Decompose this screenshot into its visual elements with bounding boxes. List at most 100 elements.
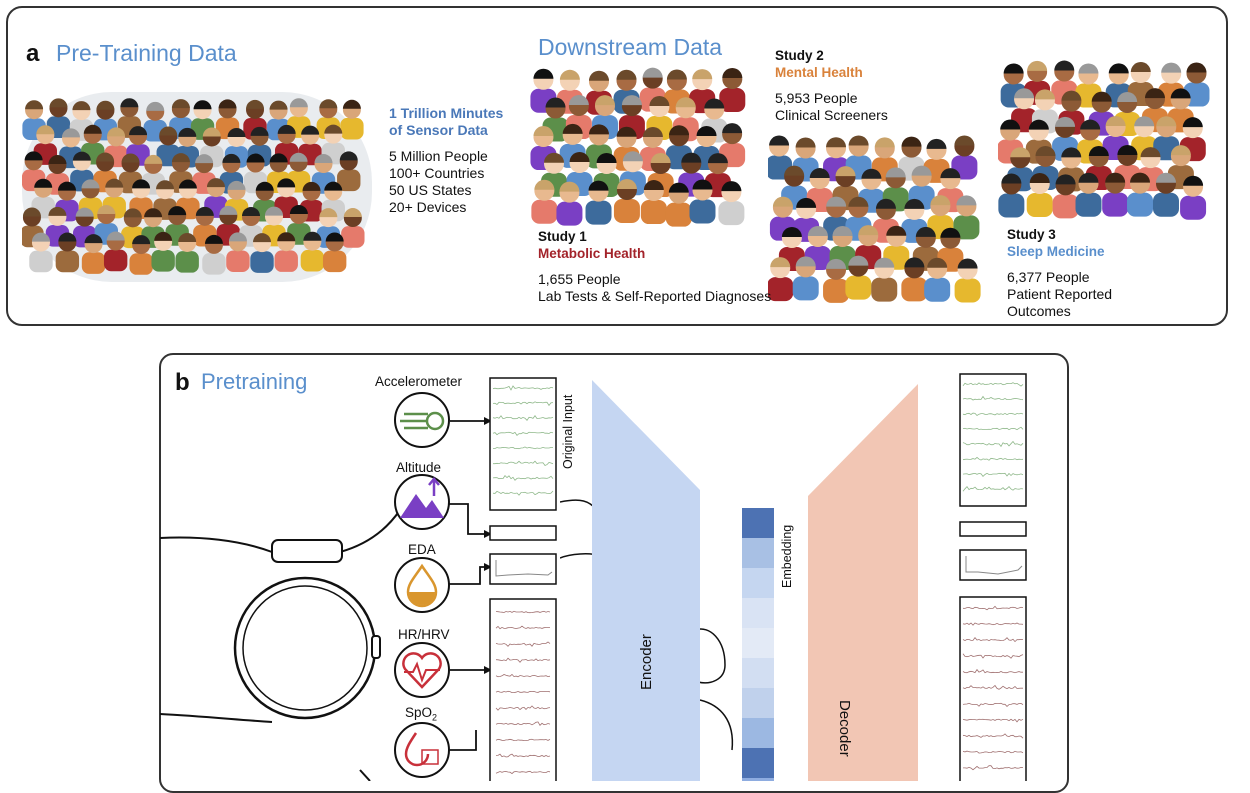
person-figure xyxy=(1102,172,1129,217)
person-figure xyxy=(29,232,53,273)
original-input-signals xyxy=(489,377,557,781)
person-figure xyxy=(243,153,268,194)
person-figure xyxy=(1058,90,1085,135)
person-figure xyxy=(998,173,1025,218)
sensor-icons xyxy=(394,392,492,778)
pretraining-stats: 1 Trillion Minutes of Sensor Data 5 Mill… xyxy=(389,105,503,216)
heart-rate-icon xyxy=(394,642,450,698)
person-figure xyxy=(322,232,347,273)
study3-people: 6,377 People xyxy=(1007,269,1090,285)
person-figure xyxy=(1127,172,1154,217)
person-figure xyxy=(226,232,250,273)
stat-devices: 20+ Devices xyxy=(389,199,467,215)
person-figure xyxy=(81,234,106,274)
person-figure xyxy=(924,257,951,302)
study1-measures: Lab Tests & Self-Reported Diagnoses xyxy=(538,288,772,304)
reconstructed-signals xyxy=(959,373,1027,781)
person-figure xyxy=(1075,172,1102,217)
embedding-cell xyxy=(742,628,774,658)
person-figure xyxy=(1052,174,1079,219)
encoder-block xyxy=(592,380,700,781)
person-figure xyxy=(337,151,361,192)
embedding-cell xyxy=(742,568,774,598)
eda-icon xyxy=(394,557,450,613)
output-hr-box xyxy=(959,596,1027,781)
embedding-cell xyxy=(742,658,774,688)
study3-crowd-illustration xyxy=(998,60,1210,220)
sensor-arrows xyxy=(448,420,484,751)
person-figure xyxy=(908,165,935,210)
panel-a-letter: a xyxy=(26,40,40,67)
embedding-cell xyxy=(742,748,774,778)
study3-measures-line1: Patient Reported xyxy=(1007,286,1113,302)
person-figure xyxy=(530,68,557,113)
stat-states: 50 US States xyxy=(389,182,472,198)
study1-topic: Metabolic Health xyxy=(538,246,646,261)
original-input-label: Original Input xyxy=(561,394,575,469)
pretraining-crowd-illustration xyxy=(22,92,372,282)
input-eda-box xyxy=(489,553,557,585)
study3-name: Study 3 xyxy=(1007,227,1056,242)
person-figure xyxy=(129,235,153,275)
person-figure xyxy=(531,179,558,224)
person-figure xyxy=(175,127,200,168)
person-figure xyxy=(151,231,175,272)
embedding-vector xyxy=(742,508,774,781)
person-figure xyxy=(1026,172,1053,217)
embedding-cell xyxy=(742,598,774,628)
hand-outline xyxy=(560,499,734,751)
panel-b-letter: b xyxy=(175,369,190,396)
smartwatch-illustration xyxy=(160,509,401,781)
person-figure xyxy=(103,231,128,272)
spo2-text: SpO xyxy=(405,705,433,720)
person-figure xyxy=(901,257,928,302)
study1-block: Study 1 Metabolic Health 1,655 People La… xyxy=(538,228,771,305)
study1-name: Study 1 xyxy=(538,229,587,244)
encoder-label: Encoder xyxy=(638,634,655,690)
stat-minutes-line1: 1 Trillion Minutes xyxy=(389,105,504,121)
embedding-label: Embedding xyxy=(780,524,794,588)
person-figure xyxy=(169,153,193,193)
person-figure xyxy=(340,99,364,140)
person-figure xyxy=(175,232,199,273)
person-figure xyxy=(640,180,667,225)
downstream-data-title: Downstream Data xyxy=(538,34,723,60)
study2-measures: Clinical Screeners xyxy=(775,107,888,123)
person-figure xyxy=(718,181,745,226)
person-figure xyxy=(250,233,274,273)
person-figure xyxy=(792,256,819,301)
stat-people: 5 Million People xyxy=(389,148,488,164)
person-figure xyxy=(689,179,716,224)
study2-name: Study 2 xyxy=(775,48,824,63)
embedding-cell xyxy=(742,508,774,538)
study3-topic: Sleep Medicine xyxy=(1007,244,1105,259)
stat-countries: 100+ Countries xyxy=(389,165,485,181)
person-figure xyxy=(72,207,97,248)
person-figure xyxy=(871,257,898,302)
study2-crowd-illustration xyxy=(768,135,981,303)
pretraining-data-title: Pre-Training Data xyxy=(56,40,237,66)
decoder-label: Decoder xyxy=(836,700,853,757)
person-figure xyxy=(1179,117,1206,162)
person-figure xyxy=(1105,63,1132,108)
panel-a xyxy=(6,6,1228,326)
study2-topic: Mental Health xyxy=(775,65,863,80)
embedding-cell xyxy=(742,538,774,568)
input-hr-box xyxy=(489,598,557,781)
person-figure xyxy=(341,208,365,248)
embedding-cell xyxy=(742,688,774,718)
person-figure xyxy=(618,95,645,140)
accelerometer-icon xyxy=(394,392,450,448)
output-altitude-box xyxy=(959,521,1027,537)
person-figure xyxy=(719,67,746,112)
person-figure xyxy=(613,179,640,224)
person-figure xyxy=(768,257,794,302)
spo2-icon xyxy=(394,722,450,778)
output-accel-box xyxy=(959,373,1027,507)
sensor-label-spo2: SpO2 xyxy=(405,705,437,723)
decoder-block xyxy=(808,384,918,781)
person-figure xyxy=(1180,175,1207,220)
altitude-icon xyxy=(394,474,450,530)
pretraining-title: Pretraining xyxy=(201,369,308,394)
spo2-subscript: 2 xyxy=(432,712,438,723)
